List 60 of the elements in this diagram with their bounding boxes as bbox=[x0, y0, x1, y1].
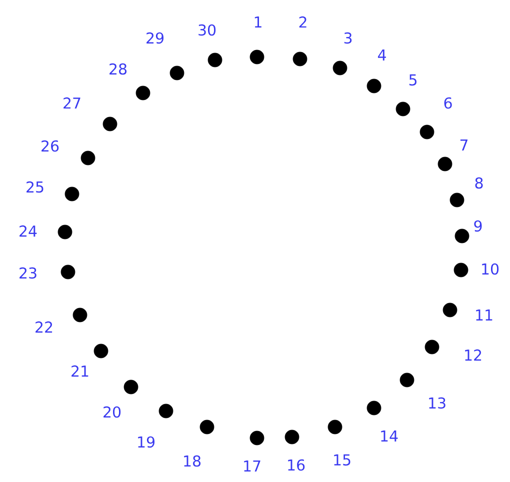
number-label: 26 bbox=[42, 140, 59, 152]
dot bbox=[420, 124, 434, 140]
dot bbox=[250, 50, 264, 64]
dot bbox=[366, 78, 382, 94]
number-label: 7 bbox=[460, 140, 468, 150]
number-label: 20 bbox=[104, 406, 121, 418]
number-label: 27 bbox=[64, 97, 80, 109]
number-label: 10 bbox=[482, 263, 499, 275]
dot bbox=[366, 400, 382, 416]
number-label: 13 bbox=[429, 397, 446, 409]
dot bbox=[80, 150, 96, 166]
number-label: 23 bbox=[20, 267, 36, 279]
dot bbox=[292, 52, 308, 66]
dot bbox=[454, 228, 470, 244]
number-label: 3 bbox=[344, 32, 352, 44]
number-label: 2 bbox=[299, 16, 306, 28]
dot bbox=[328, 420, 342, 434]
dot bbox=[400, 372, 414, 388]
dot bbox=[60, 264, 76, 280]
number-label: 25 bbox=[26, 181, 44, 193]
dot bbox=[424, 340, 440, 354]
dot bbox=[124, 380, 138, 394]
number-label: 9 bbox=[474, 220, 482, 232]
number-label: 19 bbox=[138, 436, 154, 448]
number-label: 21 bbox=[72, 365, 88, 377]
dot bbox=[332, 60, 348, 76]
dot bbox=[284, 430, 300, 444]
number-label: 4 bbox=[378, 50, 386, 60]
dot bbox=[454, 262, 468, 278]
number-label: 24 bbox=[20, 225, 37, 237]
dot bbox=[58, 224, 72, 240]
number-label: 6 bbox=[444, 97, 452, 109]
dot bbox=[72, 308, 88, 322]
dot bbox=[200, 420, 214, 434]
number-label: 1 bbox=[254, 16, 262, 28]
number-label: 15 bbox=[334, 454, 350, 466]
number-label: 14 bbox=[381, 430, 398, 442]
dot bbox=[102, 116, 118, 132]
number-label: 29 bbox=[146, 32, 164, 44]
number-label: 28 bbox=[110, 63, 127, 75]
dot bbox=[208, 52, 222, 68]
number-label: 12 bbox=[465, 349, 482, 361]
dot bbox=[94, 344, 108, 358]
dot bbox=[136, 86, 150, 100]
number-label: 11 bbox=[476, 310, 492, 320]
dot bbox=[64, 186, 80, 202]
dot bbox=[250, 430, 264, 446]
dot bbox=[170, 66, 184, 80]
dot bbox=[158, 404, 174, 418]
number-label: 30 bbox=[198, 24, 216, 36]
number-label: 18 bbox=[184, 455, 201, 467]
dot bbox=[396, 102, 410, 116]
dot bbox=[450, 192, 464, 208]
number-label: 17 bbox=[244, 460, 260, 472]
dot bbox=[438, 156, 452, 172]
dot bbox=[442, 302, 458, 318]
number-label: 16 bbox=[288, 459, 305, 471]
number-label: 5 bbox=[409, 74, 416, 86]
number-label: 8 bbox=[475, 177, 483, 189]
number-label: 22 bbox=[36, 321, 52, 333]
